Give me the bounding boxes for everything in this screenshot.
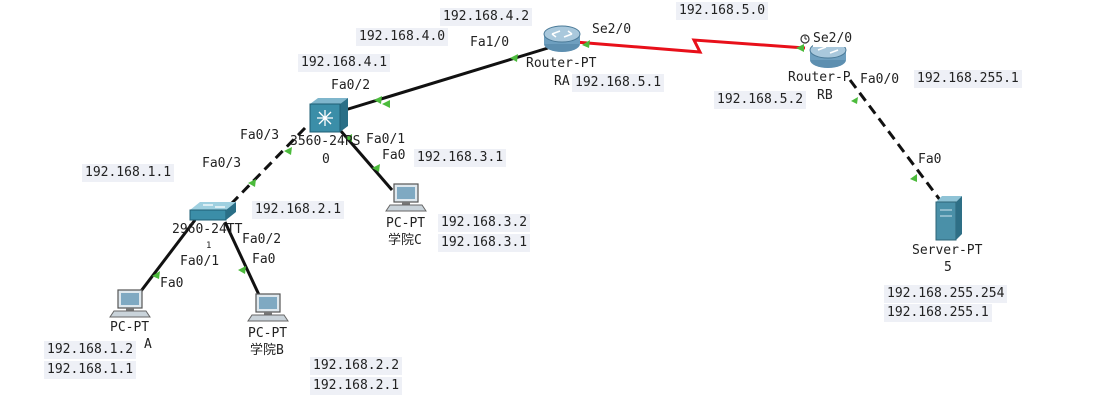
server-ip-label: 192.168.255.254 xyxy=(884,285,1008,303)
port-up-icon xyxy=(345,134,352,142)
pc-b-gateway-label: 192.168.2.1 xyxy=(310,377,403,395)
interface-label: Fa0 xyxy=(252,252,276,268)
interface-label: Fa0/3 xyxy=(202,156,242,172)
device-name: Router-P xyxy=(788,70,851,85)
interface-label: Fa0/2 xyxy=(242,232,282,248)
network-4-label: 192.168.4.0 xyxy=(356,28,449,46)
interface-label: Fa0/3 xyxy=(240,128,280,144)
vlan3-gateway-label: 192.168.3.1 xyxy=(414,149,507,167)
device-name: RB xyxy=(817,88,833,103)
port-up-icon xyxy=(910,174,917,182)
device-name: PC-PT xyxy=(386,216,426,231)
vlan2-gateway-label: 192.168.2.1 xyxy=(252,201,345,219)
port-up-icon xyxy=(284,147,292,155)
port-up-icon xyxy=(374,96,382,104)
port-up-icon xyxy=(582,40,590,48)
server-icon[interactable] xyxy=(935,196,962,241)
multilayer-switch-icon[interactable] xyxy=(309,98,348,133)
interface-label: Fa0/1 xyxy=(366,132,406,148)
device-name: PC-PT xyxy=(110,320,150,335)
interface-label: Fa0/0 xyxy=(860,72,900,88)
pc-a-ip-label: 192.168.1.2 xyxy=(44,341,137,359)
device-name: 5 xyxy=(944,260,952,275)
port-up-icon xyxy=(372,164,380,172)
switch-icon[interactable] xyxy=(189,202,236,221)
port-up-icon xyxy=(238,266,246,274)
port-up-icon xyxy=(248,179,256,187)
port-up-icon xyxy=(796,44,804,52)
rb-serial-ip-label: 192.168.5.2 xyxy=(714,91,807,109)
interface-label: Fa0/2 xyxy=(331,78,371,94)
port-up-icon xyxy=(152,271,160,279)
port-up-icon xyxy=(382,100,390,108)
router-icon[interactable] xyxy=(543,25,581,52)
interface-label: Fa0 xyxy=(160,276,184,292)
interface-label: Fa1/0 xyxy=(470,35,510,51)
interface-label: Fa0/1 xyxy=(180,254,220,270)
pc-a-gateway-label: 192.168.1.1 xyxy=(44,361,137,379)
interface-label: Fa0 xyxy=(918,152,942,168)
pc-icon[interactable] xyxy=(247,293,289,322)
network-5-label: 192.168.5.0 xyxy=(676,2,769,20)
port-up-icon xyxy=(510,54,518,62)
pc-icon[interactable] xyxy=(385,183,427,212)
device-name: 0 xyxy=(322,152,330,167)
interface-label: Se2/0 xyxy=(813,31,853,47)
link-ra-rb-serial[interactable] xyxy=(574,38,806,54)
ra-lan-ip-label: 192.168.4.2 xyxy=(440,8,533,26)
pc-c-ip-label: 192.168.3.2 xyxy=(438,214,531,232)
clock-icon xyxy=(800,34,810,44)
device-name: A xyxy=(144,337,152,352)
ra-serial-ip-label: 192.168.5.1 xyxy=(572,74,665,92)
rb-lan-ip-label: 192.168.255.1 xyxy=(914,70,1022,88)
interface-label: Se2/0 xyxy=(592,22,632,38)
device-name: 3560-24PS xyxy=(290,134,361,149)
device-name: Server-PT xyxy=(912,243,983,258)
pc-b-ip-label: 192.168.2.2 xyxy=(310,357,403,375)
device-name: RA xyxy=(554,74,570,89)
device-name: 学院C xyxy=(388,233,422,248)
server-gateway-label: 192.168.255.1 xyxy=(884,304,992,322)
pc-c-gateway-label: 192.168.3.1 xyxy=(438,234,531,252)
interface-label: Fa0 xyxy=(382,148,406,164)
link-sw0-sw1[interactable] xyxy=(230,126,307,205)
port-up-icon xyxy=(851,97,858,104)
sw0-uplink-ip-label: 192.168.4.1 xyxy=(298,54,391,72)
device-name: 学院B xyxy=(250,343,284,358)
link-sw1-pcb[interactable] xyxy=(223,221,262,298)
pc-icon[interactable] xyxy=(109,289,151,318)
link-sw1-pca[interactable] xyxy=(136,219,197,296)
device-name: PC-PT xyxy=(248,326,288,341)
device-name: Router-PT xyxy=(526,56,597,71)
device-name: 2960-24TT xyxy=(172,222,243,237)
link-rb-server[interactable] xyxy=(848,79,942,201)
device-name: 1 xyxy=(206,241,212,251)
vlan1-gateway-label: 192.168.1.1 xyxy=(82,164,175,182)
port-status-markers xyxy=(152,40,917,279)
